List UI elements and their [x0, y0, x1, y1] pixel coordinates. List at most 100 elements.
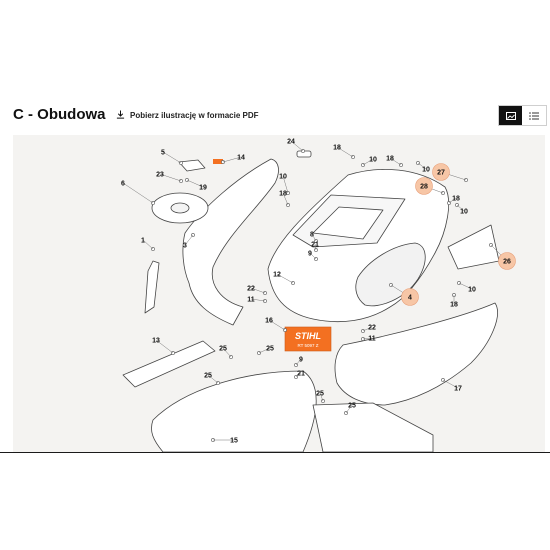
callout-leader-line — [314, 243, 317, 251]
part-callout-18[interactable]: 18 — [279, 191, 287, 198]
image-view-button[interactable] — [499, 106, 522, 125]
stihl-decal: STIHL RT 5097 Z — [284, 326, 332, 352]
image-view-icon — [505, 107, 516, 125]
part-callout-5[interactable]: 5 — [161, 150, 165, 157]
callout-leader-line — [222, 347, 232, 358]
foot-plate-shape — [122, 340, 216, 388]
callout-leader-line — [122, 182, 154, 204]
highlighted-part-marker — [415, 177, 433, 195]
part-callout-18[interactable]: 18 — [452, 196, 460, 203]
callout-leader-line — [311, 233, 317, 242]
callout-leader-line — [319, 392, 324, 402]
part-callout-18[interactable]: 18 — [450, 302, 458, 309]
callout-leader-line — [282, 175, 289, 194]
callout-leader-line — [309, 252, 317, 260]
part-callout-25[interactable]: 25 — [266, 346, 274, 353]
callout-leader-line — [389, 157, 402, 166]
part-callout-6[interactable]: 6 — [121, 181, 125, 188]
steering-wheel-hub-shape — [170, 202, 190, 214]
view-toggle — [498, 105, 547, 126]
part-callout-10[interactable]: 10 — [369, 157, 377, 164]
stihl-logo-subtext: RT 5097 Z — [297, 343, 318, 348]
callout-leader-line — [442, 379, 459, 389]
part-callout-25[interactable]: 25 — [219, 346, 227, 353]
steering-column-shape — [144, 260, 160, 314]
floor-tray-shape — [151, 370, 317, 452]
hood-inner-panel-shape — [312, 206, 384, 240]
callout-leader-line — [250, 298, 266, 302]
part-callout-21[interactable]: 21 — [311, 242, 319, 249]
callout-leader-line — [456, 204, 465, 212]
part-callout-15[interactable]: 15 — [230, 438, 238, 445]
callout-leader-line — [295, 358, 302, 366]
callout-leader-line — [417, 162, 427, 170]
page-title: C - Obudowa — [13, 106, 106, 123]
callout-leader-line — [295, 372, 302, 378]
callout-leader-line — [155, 339, 174, 354]
mount-bracket-shape — [178, 159, 206, 172]
part-callout-17[interactable]: 17 — [454, 386, 462, 393]
part-callout-27[interactable]: 27 — [437, 170, 445, 177]
left-side-panel-shape — [182, 158, 279, 326]
part-callout-14[interactable]: 14 — [237, 155, 245, 162]
part-callout-25[interactable]: 25 — [348, 403, 356, 410]
part-callout-28[interactable]: 28 — [420, 184, 428, 191]
download-pdf-label: Pobierz ilustrację w formacie PDF — [130, 111, 259, 120]
part-callout-10[interactable]: 10 — [279, 174, 287, 181]
callout-leader-line — [207, 374, 219, 384]
part-callout-8[interactable]: 8 — [310, 232, 314, 239]
part-callout-26[interactable]: 26 — [503, 259, 511, 266]
callout-leader-line — [186, 179, 204, 188]
part-callout-10[interactable]: 10 — [468, 287, 476, 294]
part-callout-16[interactable]: 16 — [265, 318, 273, 325]
part-callout-13[interactable]: 13 — [152, 338, 160, 345]
part-callout-19[interactable]: 19 — [199, 185, 207, 192]
part-callout-10[interactable]: 10 — [422, 167, 430, 174]
callout-leader-line — [142, 239, 154, 250]
part-callout-21[interactable]: 21 — [297, 371, 305, 378]
part-callout-9[interactable]: 9 — [299, 357, 303, 364]
part-callout-11[interactable]: 11 — [247, 297, 255, 304]
highlighted-part-marker — [498, 252, 516, 270]
part-callout-18[interactable]: 18 — [333, 145, 341, 152]
list-view-button[interactable] — [522, 106, 545, 125]
part-callout-25[interactable]: 25 — [204, 373, 212, 380]
footrest-panel-shape — [334, 302, 498, 406]
part-callout-1[interactable]: 1 — [141, 238, 145, 245]
small-decal-shape — [213, 159, 223, 164]
part-callout-11[interactable]: 11 — [368, 336, 376, 343]
callout-leader-line — [290, 140, 304, 152]
highlighted-part-marker — [401, 288, 419, 306]
part-callout-25[interactable]: 25 — [316, 391, 324, 398]
part-callout-9[interactable]: 9 — [308, 251, 312, 258]
callout-leader-line — [184, 234, 194, 246]
download-pdf-link[interactable]: Pobierz ilustrację w formacie PDF — [116, 110, 258, 121]
callout-leader-line — [362, 326, 373, 332]
part-callout-22[interactable]: 22 — [247, 286, 255, 293]
part-callout-3[interactable]: 3 — [183, 243, 187, 250]
callout-leader-line — [458, 282, 473, 290]
part-callout-22[interactable]: 22 — [368, 325, 376, 332]
callout-leader-line — [448, 197, 457, 204]
callout-leader-line — [159, 173, 182, 182]
stihl-logo-text: STIHL — [295, 331, 321, 341]
list-view-icon — [528, 107, 539, 125]
rear-floor-shape — [312, 402, 434, 452]
callout-leader-line — [222, 156, 242, 163]
part-callout-24[interactable]: 24 — [287, 139, 295, 146]
callout-leader-line — [250, 287, 266, 294]
callout-leader-line — [362, 158, 374, 166]
part-callout-23[interactable]: 23 — [156, 172, 164, 179]
part-callout-4[interactable]: 4 — [408, 295, 412, 302]
callout-leader-line — [276, 273, 294, 284]
part-callout-10[interactable]: 10 — [460, 209, 468, 216]
part-callout-18[interactable]: 18 — [386, 156, 394, 163]
callout-leader-line — [362, 337, 373, 340]
download-icon — [116, 110, 125, 121]
part-callout-12[interactable]: 12 — [273, 272, 281, 279]
page-header: C - Obudowa Pobierz ilustrację w formaci… — [0, 100, 550, 132]
highlighted-part-marker — [432, 163, 450, 181]
callout-leader-line — [282, 192, 289, 206]
